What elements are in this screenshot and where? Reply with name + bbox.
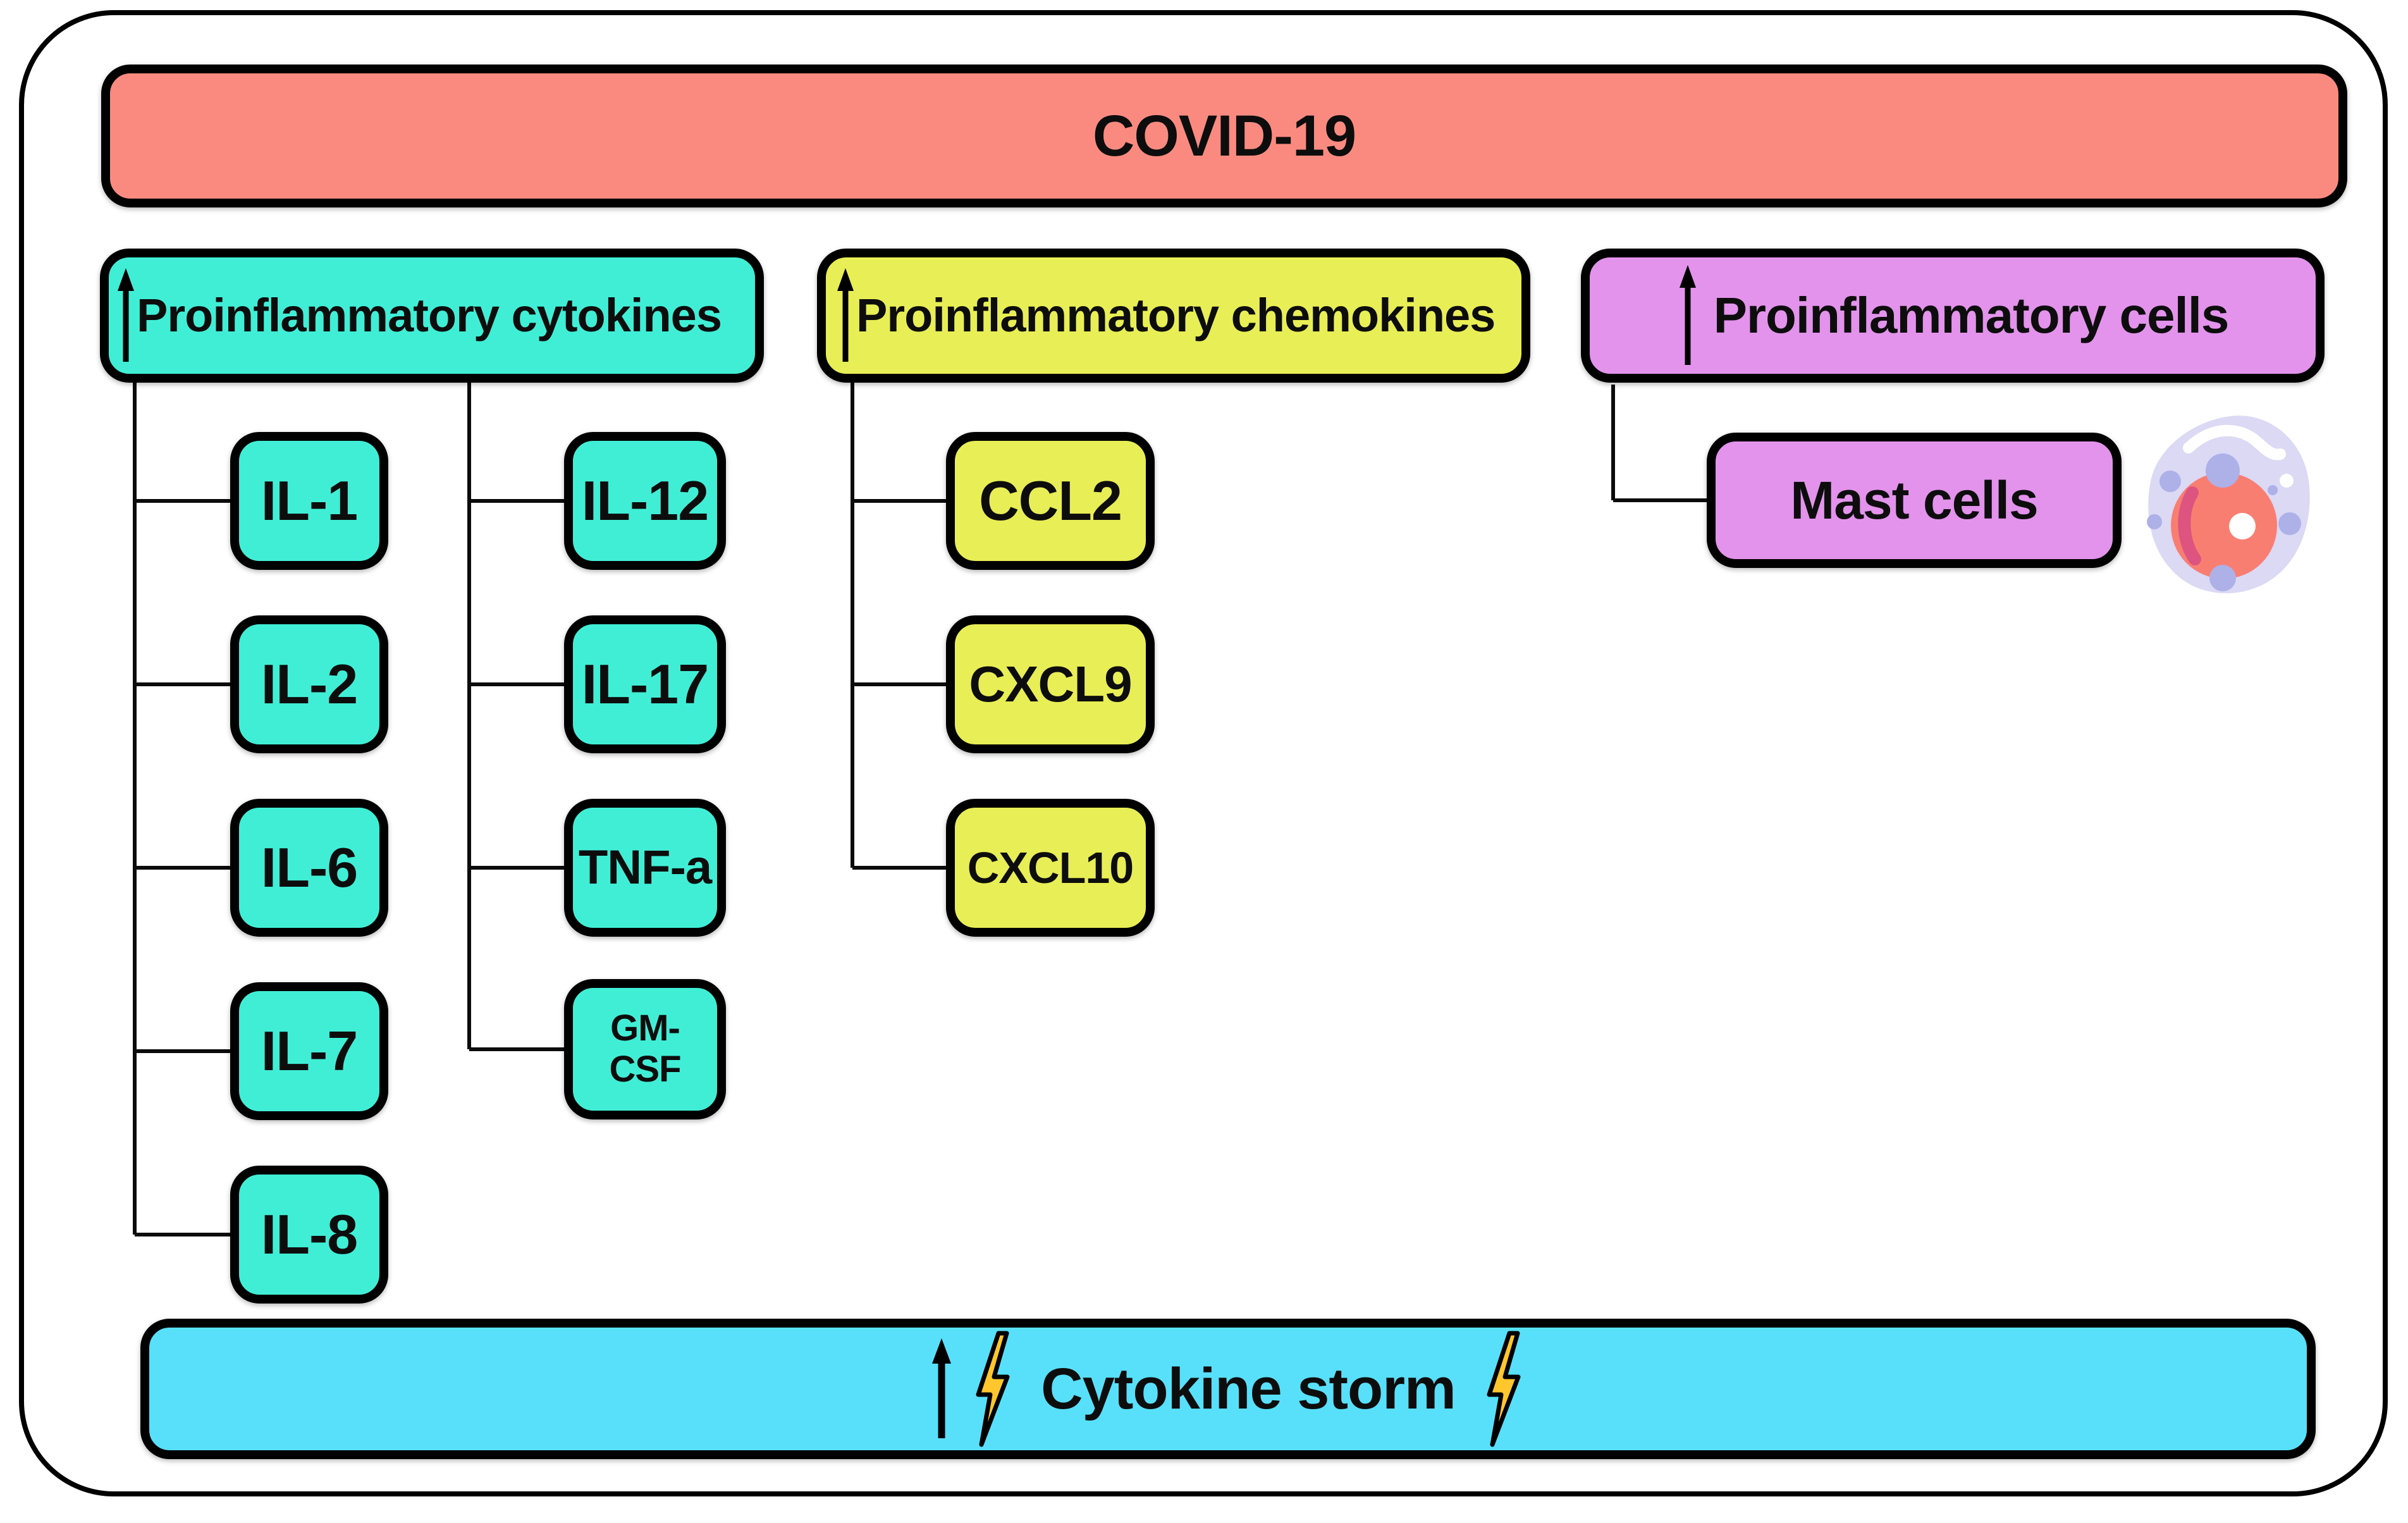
- node-mast-cells-label: Mast cells: [1790, 471, 2039, 530]
- up-arrow-icon: [932, 1338, 952, 1438]
- outer-frame: [19, 10, 2388, 1496]
- node-il-6: IL-6: [230, 799, 388, 937]
- node-il-2-label: IL-2: [261, 653, 358, 715]
- lightning-bolt-icon: [976, 1331, 1010, 1447]
- node-tnf-a-label: TNF-a: [578, 841, 712, 894]
- node-il-8: IL-8: [230, 1166, 388, 1304]
- cytokine-storm-label: Cytokine storm: [1041, 1357, 1456, 1421]
- node-il-7: IL-7: [230, 982, 388, 1120]
- lightning-bolt-icon: [1487, 1331, 1521, 1447]
- node-gm-csf-line2: CSF: [609, 1049, 682, 1090]
- header-proinflammatory-cytokines: Proinflammatory cytokines: [100, 249, 764, 383]
- cytokine-storm-banner: Cytokine storm: [140, 1319, 2316, 1459]
- header-proinflammatory-chemokines: Proinflammatory chemokines: [817, 249, 1530, 383]
- cytokines-tree-lines-left: [133, 379, 231, 1236]
- node-ccl2-label: CCL2: [979, 469, 1122, 532]
- node-il-17-label: IL-17: [581, 653, 709, 715]
- header-cytokines-label: Proinflammatory cytokines: [137, 289, 722, 342]
- node-cxcl10: CXCL10: [946, 799, 1155, 937]
- node-mast-cells: Mast cells: [1707, 433, 2122, 568]
- chemokines-tree-lines: [851, 382, 947, 870]
- node-cxcl10-label: CXCL10: [967, 843, 1134, 892]
- node-il-12: IL-12: [564, 432, 726, 570]
- node-cxcl9-label: CXCL9: [969, 656, 1132, 712]
- mast-cell-icon: [2147, 416, 2310, 594]
- node-il-2: IL-2: [230, 615, 388, 753]
- covid-19-title: COVID-19: [1092, 104, 1356, 168]
- node-il-8-label: IL-8: [261, 1203, 358, 1266]
- node-ccl2: CCL2: [946, 432, 1155, 570]
- up-arrow-icon: [1679, 265, 1696, 365]
- node-il-6-label: IL-6: [261, 836, 358, 899]
- header-proinflammatory-cells: Proinflammatory cells: [1581, 249, 2325, 383]
- node-il-12-label: IL-12: [581, 469, 709, 532]
- node-il-1: IL-1: [230, 432, 388, 570]
- node-cxcl9: CXCL9: [946, 615, 1155, 753]
- covid-19-banner: COVID-19: [101, 65, 2347, 207]
- up-arrow-icon: [118, 268, 134, 362]
- node-il-7-label: IL-7: [261, 1020, 358, 1082]
- header-chemokines-label: Proinflammatory chemokines: [856, 289, 1496, 342]
- node-il-17: IL-17: [564, 615, 726, 753]
- node-gm-csf: GM- CSF: [564, 979, 726, 1119]
- node-gm-csf-line1: GM-: [610, 1008, 680, 1049]
- header-cells-label: Proinflammatory cells: [1713, 287, 2230, 343]
- up-arrow-icon: [837, 268, 854, 362]
- node-il-1-label: IL-1: [261, 469, 358, 532]
- cells-tree-lines: [1611, 385, 1708, 502]
- cytokines-tree-lines-right: [467, 379, 566, 1051]
- node-tnf-a: TNF-a: [564, 799, 726, 937]
